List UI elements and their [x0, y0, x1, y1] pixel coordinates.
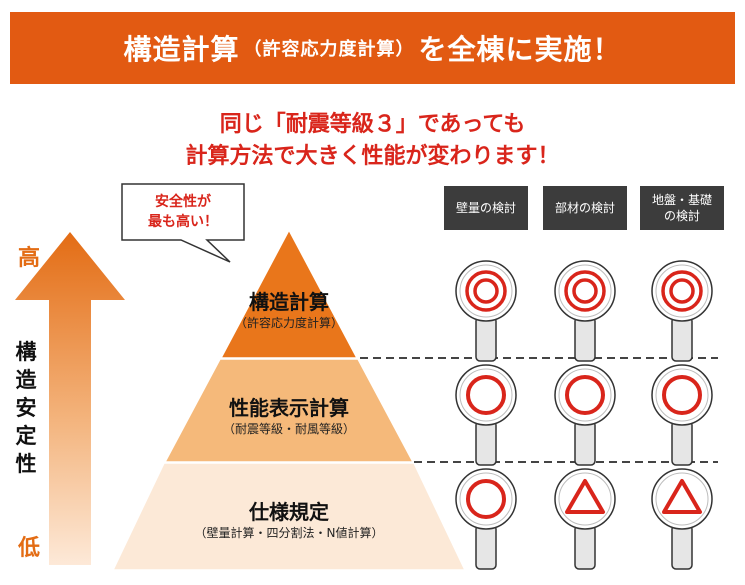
axis-stability-label: 構 造 安 定 性	[14, 338, 38, 478]
double-circle-inner	[473, 278, 499, 304]
sign-handle	[475, 316, 497, 362]
double-circle-outer	[661, 270, 703, 312]
circle-mark	[565, 375, 605, 415]
banner-title-main: 構造計算	[123, 33, 240, 66]
sign-plate	[651, 468, 713, 530]
column-header-line2: の検討	[663, 209, 700, 223]
sign-plate-rim	[558, 368, 612, 422]
header-banner: 構造計算 （許容応力度計算） を全棟に実施！	[10, 12, 735, 84]
rating-sign-circle	[455, 364, 517, 466]
sign-plate-rim	[459, 472, 513, 526]
double-circle-outer	[465, 270, 507, 312]
sign-plate	[455, 260, 517, 322]
circle-mark	[466, 479, 506, 519]
sign-handle	[574, 420, 596, 466]
pyramid-tier-top	[219, 228, 359, 359]
banner-title-paren: （許容応力度計算）	[243, 39, 415, 60]
sign-plate	[554, 364, 616, 426]
circle-mark	[466, 375, 506, 415]
pyramid-tier-bottom	[111, 462, 467, 571]
sign-plate	[651, 364, 713, 426]
axis-low-label: 低	[18, 536, 41, 561]
tier-bottom-title: 仕様規定	[249, 500, 329, 524]
sign-plate-rim	[655, 368, 709, 422]
tier-top-title: 構造計算	[249, 290, 329, 314]
callout-line1: 安全性が	[155, 194, 211, 210]
column-header-member: 部材の検討	[543, 186, 627, 230]
triangle-mark	[662, 479, 702, 514]
double-circle-outer	[564, 270, 606, 312]
sign-plate	[455, 468, 517, 530]
pyramid-tier-middle	[163, 358, 415, 463]
sign-handle	[475, 524, 497, 570]
rating-sign-double-circle	[455, 260, 517, 362]
tier-bottom-subtitle: （壁量計算・四分割法・N値計算）	[194, 526, 384, 540]
axis-high-label: 高	[18, 246, 41, 271]
sign-plate	[455, 364, 517, 426]
subtitle-line2: 計算方法で大きく性能が変わります！	[185, 144, 560, 169]
triangle-mark	[565, 479, 605, 514]
double-circle-inner	[669, 278, 695, 304]
sign-plate	[651, 260, 713, 322]
stability-arrow	[15, 232, 125, 565]
rating-sign-circle	[554, 364, 616, 466]
sign-handle	[671, 524, 693, 570]
axis-char: 構	[15, 340, 37, 364]
sign-plate-rim	[655, 472, 709, 526]
double-circle-inner	[572, 278, 598, 304]
rating-sign-triangle	[554, 468, 616, 570]
sign-plate-rim	[459, 368, 513, 422]
callout-line2: 最も高い！	[148, 214, 218, 230]
sign-handle	[574, 316, 596, 362]
sign-plate	[554, 260, 616, 322]
callout-text: 安全性が 最も高い！	[123, 192, 243, 232]
rating-sign-triangle	[651, 468, 713, 570]
banner-title-rest: を全棟に実施！	[418, 33, 622, 66]
column-header-wall: 壁量の検討	[444, 186, 528, 230]
tier-top-subtitle: （許容応力度計算）	[234, 316, 343, 330]
sign-plate-rim	[459, 264, 513, 318]
rating-signs	[455, 260, 713, 570]
sign-plate-rim	[558, 472, 612, 526]
sign-handle	[671, 316, 693, 362]
rating-sign-circle	[651, 364, 713, 466]
column-header-line1: 部材の検討	[554, 200, 615, 215]
circle-mark	[662, 375, 702, 415]
axis-char: 定	[15, 424, 37, 448]
axis-char: 造	[15, 368, 37, 392]
sign-plate	[554, 468, 616, 530]
sign-plate-rim	[655, 264, 709, 318]
sign-handle	[671, 420, 693, 466]
subtitle-line1: 同じ「耐震等級３」であっても	[219, 112, 526, 137]
sign-plate-rim	[558, 264, 612, 318]
column-header-foundation: 地盤・基礎 の検討	[640, 186, 724, 230]
axis-char: 性	[15, 452, 37, 476]
rating-sign-circle	[455, 468, 517, 570]
sign-handle	[574, 524, 596, 570]
column-header-line1: 地盤・基礎	[651, 192, 712, 207]
axis-char: 安	[15, 396, 37, 420]
tier-middle-title: 性能表示計算	[229, 396, 349, 420]
tier-middle-subtitle: （耐震等級・耐風等級）	[222, 422, 355, 436]
column-header-line1: 壁量の検討	[455, 200, 516, 215]
rating-sign-double-circle	[554, 260, 616, 362]
sign-handle	[475, 420, 497, 466]
callout-bubble	[121, 183, 245, 263]
rating-sign-double-circle	[651, 260, 713, 362]
